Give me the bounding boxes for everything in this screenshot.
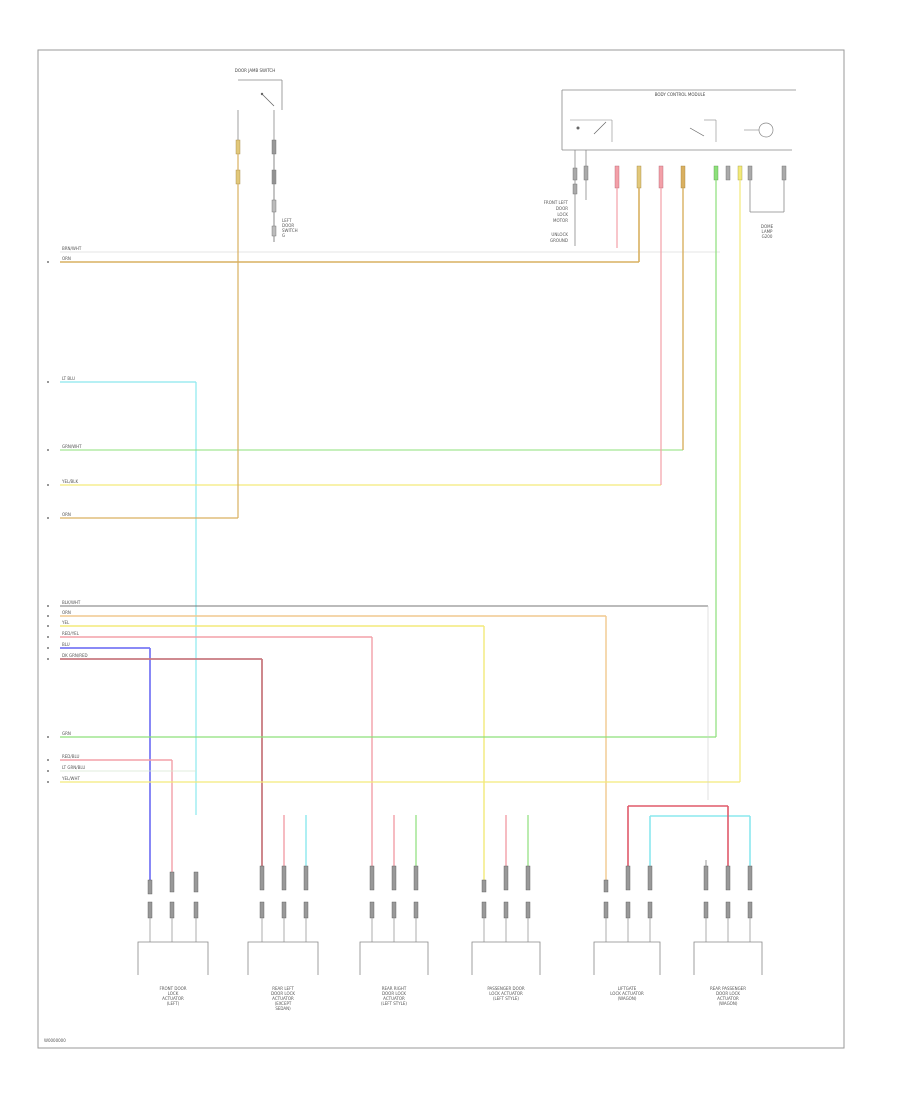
text-line: (EXCEPT bbox=[275, 1001, 292, 1006]
text-line: DOME bbox=[761, 224, 774, 229]
text-line: ACTUATOR bbox=[383, 996, 405, 1001]
harness-wires bbox=[60, 154, 741, 880]
text-line: SWITCH bbox=[282, 228, 298, 233]
text-line: (WAGON) bbox=[618, 996, 637, 1001]
wire-tag-15: YEL/WHT bbox=[61, 776, 81, 781]
text-line: DOOR LOCK bbox=[271, 991, 295, 996]
wire-tag-12: GRN bbox=[62, 731, 71, 736]
wire-tag-8: YEL bbox=[61, 620, 70, 625]
text-line: LAMP bbox=[762, 229, 774, 234]
wire-tag-10: BLU bbox=[62, 642, 70, 647]
text-line: REAR RIGHT bbox=[382, 986, 407, 991]
diagram-frame bbox=[37, 49, 845, 1049]
module-side-label-5: UNLOCK bbox=[551, 232, 568, 237]
text-line: REAR LEFT bbox=[272, 986, 294, 991]
text-line: ACTUATOR bbox=[717, 996, 739, 1001]
text-line: SEDAN) bbox=[275, 1006, 291, 1011]
text-line: LOCK ACTUATOR bbox=[489, 991, 523, 996]
module-side-label-6: GROUND bbox=[550, 238, 568, 243]
wire-tag-1: BRN/WHT bbox=[62, 246, 82, 251]
left-pin-markers bbox=[47, 261, 49, 783]
control-module-title: BODY CONTROL MODULE bbox=[655, 92, 706, 97]
wire-tag-1b: ORN bbox=[62, 256, 71, 261]
wire-tags: BRN/WHT ORN LT BLU GRN/WHT YEL/BLK ORN B… bbox=[61, 246, 88, 781]
door-jamb-switch-title: DOOR JAMB SWITCH bbox=[235, 68, 275, 73]
wire-tag-11: DK GRN/RED bbox=[62, 653, 88, 658]
text-line: LOCK ACTUATOR bbox=[610, 991, 644, 996]
footer-code: W0000000 bbox=[44, 1038, 66, 1043]
wire-tag-2: LT BLU bbox=[62, 376, 75, 381]
wire-tag-13: RED/BLU bbox=[62, 754, 80, 759]
wire-tag-7: ORN bbox=[62, 610, 71, 615]
wire-tag-6: BLK/WHT bbox=[62, 600, 81, 605]
module-side-label-3: LOCK bbox=[557, 212, 568, 217]
module-side-label-4: MOTOR bbox=[553, 218, 568, 223]
text-line: ACTUATOR bbox=[162, 996, 184, 1001]
text-line: LEFT bbox=[282, 218, 292, 223]
text-line: (LEFT STYLE) bbox=[493, 996, 519, 1001]
text-line: LOCK bbox=[168, 991, 179, 996]
text-line: DOOR LOCK bbox=[382, 991, 406, 996]
text-line: (LEFT STYLE) bbox=[381, 1001, 407, 1006]
text-line: FRONT DOOR bbox=[159, 986, 186, 991]
text-line: DOOR LOCK bbox=[716, 991, 740, 996]
text-line: G bbox=[282, 233, 285, 238]
wire-tag-4: YEL/BLK bbox=[61, 479, 79, 484]
module-side-label-2: DOOR bbox=[556, 206, 568, 211]
text-line: (WAGON) bbox=[719, 1001, 738, 1006]
text-line: (LEFT) bbox=[167, 1001, 180, 1006]
wire-tag-9: RED/YEL bbox=[62, 631, 80, 636]
text-line: DOOR bbox=[282, 223, 294, 228]
lower-branches bbox=[283, 805, 751, 880]
module-connectors bbox=[147, 865, 753, 942]
body-control-module: BODY CONTROL MODULE FRONT LEFT DOOR LOCK… bbox=[544, 89, 796, 246]
module-side-label-1: FRONT LEFT bbox=[544, 200, 569, 205]
text-line: REAR PASSENGER bbox=[710, 986, 746, 991]
wire-tag-5: ORN bbox=[62, 512, 71, 517]
text-line: LIFTGATE bbox=[618, 986, 637, 991]
text-line: PASSENGER DOOR bbox=[487, 986, 525, 991]
text-line: G200 bbox=[762, 234, 773, 239]
wire-tag-3: GRN/WHT bbox=[62, 444, 82, 449]
text-line: ACTUATOR bbox=[272, 996, 294, 1001]
wire-tag-14: LT GRN/BLU bbox=[62, 765, 85, 770]
